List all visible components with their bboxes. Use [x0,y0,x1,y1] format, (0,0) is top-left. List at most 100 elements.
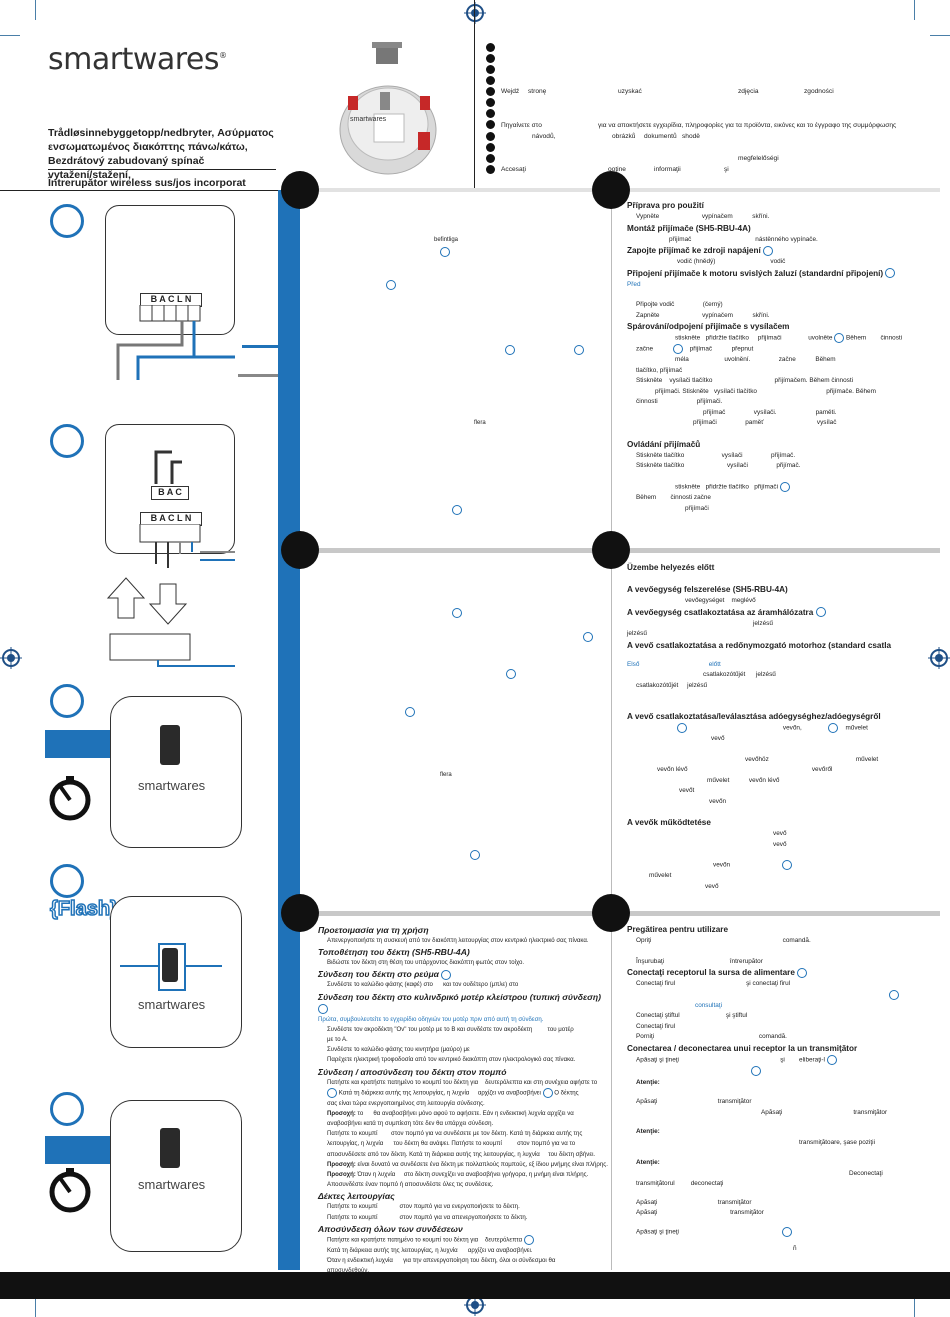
bullet-text: Wejdź [501,88,520,96]
text-line: csatlakozótűjét jelzésű [636,681,708,689]
text-line: Κατά τη διάρκεια αυτής της λειτουργίας, … [327,1246,533,1254]
text-line: consultaţi [695,1001,722,1009]
bullet-text: zdjęcia [738,88,759,96]
text-line: Első előtt [627,660,721,668]
step-marker [50,684,84,718]
section-heading: Pregătirea pentru utilizare [627,925,729,934]
section-heading: Spárování/odpojení přijímače s vysílačem [627,322,790,331]
text-line: Πατήστε το κουμπί στον πομπό για να ενερ… [327,1203,520,1211]
text-line: Προσοχή: Όταν η λυχνία στο δέκτη συνεχίζ… [327,1171,589,1179]
text-line: με το Α. [327,1036,348,1044]
crop-mark [35,1297,36,1317]
text-line [627,1065,927,1077]
step-marker [50,1092,84,1126]
text-line: Před [627,280,641,288]
text-line: Atenţie: [636,1128,660,1136]
step-marker [50,204,84,238]
text-line: Προσοχή: είναι δυνατό να συνδέσετε ένα δ… [327,1160,608,1168]
section-badge [592,531,630,569]
text-line: Πατήστε και κρατήστε πατημένο το κουμπί … [318,1234,608,1246]
device-brand-label: smartwares [138,778,206,793]
section-badge [281,894,319,932]
product-brand-label: smartwares [350,116,387,123]
crop-mark [0,35,20,36]
text-line: Stiskněte tlačítko vysílači přijímač. [636,462,801,470]
section-badge [592,894,630,932]
text-line: vevő [773,830,787,838]
text-line: vevőn [627,860,927,871]
terminal-label: A [159,294,166,304]
flash-ray [120,965,158,967]
step-ref-icon [506,669,516,679]
device-brand-label: smartwares [138,1177,206,1192]
text-line: Όταν η ενδεικτική λυχνία για την απενεργ… [327,1256,556,1264]
step-ref-icon [470,850,480,860]
text-line: Απενεργοποιήστε τη συσκευή από τον διακό… [327,937,589,944]
bullet-text: shodě [682,132,700,140]
device-brand-label: smartwares [138,997,206,1012]
text-line: Conectaţi ştiftul şi ştiftul [636,1012,748,1020]
section-ro: Pregătirea pentru utilizare Opriţi coman… [627,924,927,1254]
text-line: αναβοσβήνει κατά τη συμπίεση τότε δεν θα… [327,1120,494,1128]
section-heading: Τοποθέτηση του δέκτη (SH5-RBU-4A) [318,947,470,958]
bullet-row [486,97,906,108]
wiring-icon [154,450,182,484]
text-line: Stiskněte vysílači tlačítko přijímačem. … [636,377,854,385]
receiver-device [110,696,242,848]
section-heading: Ovládání přijímačů [627,439,701,449]
text-line: jelzésű [753,619,773,627]
text-line: Πατήστε το κουμπί στον πομπό για να απεν… [327,1213,528,1221]
text-fragment: befintliga [434,237,459,243]
text-line: přijímači paměť vysílač [693,419,837,427]
text-line: Apăsaţi transmiţător [636,1209,764,1217]
section-heading: A vevő csatlakoztatása a redőnymozgató m… [627,640,892,650]
terminal-label: N [184,513,192,523]
text-line: Συνδέστε το καλώδιο φάσης (καφέ) στο και… [327,981,519,989]
step-ref-icon [440,247,450,257]
text-line: művelet [649,872,672,880]
indicator-highlight [158,943,186,991]
section-heading: Conectarea / deconectarea unui receptor … [627,1043,858,1053]
bullet-row [486,109,906,120]
crop-mark [914,1297,915,1317]
text-line: vevő [711,735,725,743]
bullet-text: uzyskać [618,88,642,96]
text-line: művelet vevőn lévő [707,776,780,784]
crop-mark [930,35,950,36]
step-ref-icon [505,345,515,355]
section-heading: Προετοιμασία για τη χρήση [318,925,429,935]
text-line: stiskněte přidržte tlačítko přijímači uv… [675,333,903,343]
receiver-button [160,1128,180,1168]
section-cz: Příprava pro použití Vypněte vypínačem s… [627,200,917,514]
step-ref-icon [405,707,415,717]
step-ref-icon [763,245,774,256]
flash-ray [184,965,222,967]
bullet-text: şi [724,166,729,174]
terminal-label: C [167,513,175,523]
wire [238,374,278,377]
terminal-block: B A C L N [140,293,202,307]
text-line: Πρώτα, συμβουλευτείτε το εγχειρίδιο οδηγ… [318,1015,544,1023]
section-badge [281,171,319,209]
text-line: přijímači. Stiskněte vysílači tlačítko p… [655,387,876,395]
step-marker [50,864,84,898]
section-badge [592,171,630,209]
text-line: tlačítko, přijímač [636,366,683,374]
text-line: vevőn, művelet [627,723,927,734]
language-bullets: Wejdź stronę uzyskać zdjęcia zgodności Π… [486,42,906,175]
wire [242,345,278,348]
text-line: vevőegységet meglévő [685,597,756,604]
section-heading: Δέκτες λειτουργίας [318,1191,395,1202]
bullet-text: ooţine [608,166,626,174]
bullet-text: megfelelőségi [738,154,779,162]
section-heading: Σύνδεση του δέκτη στο ρεύμα [318,968,608,981]
receiver-button [160,725,180,765]
text-line: vevő [773,840,787,848]
receiver-button [162,948,178,982]
text-line: stiskněte přidržte tlačítko přijímači [627,481,917,493]
text-line: ñ [793,1244,797,1252]
text-line: činnosti přijímači. [636,398,723,406]
text-line: transmiţătoare, şase poziţii [799,1139,876,1147]
section-heading: Montáž přijímače (SH5-RBU-4A) [627,223,751,233]
bullet-row [486,75,906,86]
